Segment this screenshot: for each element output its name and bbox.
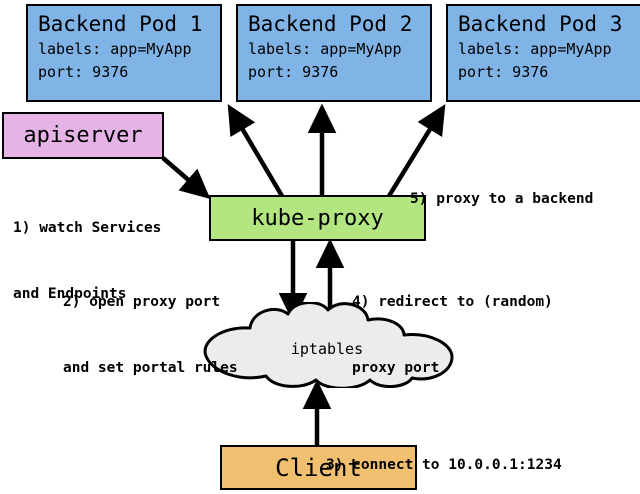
edge-kubeproxy-to-pod1 [227, 104, 284, 198]
node-backend-pod-2[interactable]: Backend Pod 2 labels: app=MyApp port: 93… [236, 4, 432, 102]
step-label-3-connect-to-address: 3) connect to 10.0.0.1:1234 [326, 410, 562, 494]
pod-port-line: port: 9376 [458, 63, 549, 81]
node-client[interactable]: Client [220, 445, 417, 490]
step-4-line-1: 4) redirect to (random) [352, 294, 553, 310]
pod-labels-line: labels: app=MyApp [38, 40, 192, 58]
node-iptables-cloud[interactable]: iptables [190, 301, 464, 390]
step-1-line-1: 1) watch Services [13, 220, 162, 236]
cloud-shape-icon [203, 301, 454, 390]
pod-port-line: port: 9376 [248, 63, 339, 81]
edge-apiserver-to-kubeproxy [161, 156, 211, 199]
step-2-line-2: and set portal rules [63, 360, 238, 376]
step-4-line-2: proxy port [352, 360, 440, 376]
step-5-line-1: 5) proxy to a backend [410, 191, 594, 207]
step-3-line-1: 3) connect to 10.0.0.1:1234 [326, 457, 562, 473]
kube-proxy-label: kube-proxy [251, 205, 384, 231]
pod-labels-line: labels: app=MyApp [248, 40, 402, 58]
pod-title: Backend Pod 1 [38, 12, 203, 36]
pod-labels-line: labels: app=MyApp [458, 40, 612, 58]
node-apiserver[interactable]: apiserver [2, 112, 164, 159]
step-label-2-open-proxy-port: 2) open proxy port and set portal rules [63, 247, 238, 423]
step-label-4-redirect-to-proxy-port: 4) redirect to (random) proxy port [352, 247, 553, 423]
node-kube-proxy[interactable]: kube-proxy [209, 195, 426, 241]
client-label: Client [275, 453, 362, 482]
step-2-line-1: 2) open proxy port [63, 294, 221, 310]
iptables-label: iptables [290, 340, 364, 358]
step-label-1-watch-services: 1) watch Services and Endpoints [13, 173, 161, 349]
pod-title: Backend Pod 3 [458, 12, 623, 36]
step-1-line-2: and Endpoints [13, 286, 127, 302]
node-backend-pod-1[interactable]: Backend Pod 1 labels: app=MyApp port: 93… [26, 4, 222, 102]
node-backend-pod-3[interactable]: Backend Pod 3 labels: app=MyApp port: 93… [446, 4, 640, 102]
pod-port-line: port: 9376 [38, 63, 129, 81]
pod-title: Backend Pod 2 [248, 12, 413, 36]
step-label-5-proxy-to-a-backend: 5) proxy to a backend [410, 144, 593, 254]
apiserver-label: apiserver [23, 123, 143, 148]
